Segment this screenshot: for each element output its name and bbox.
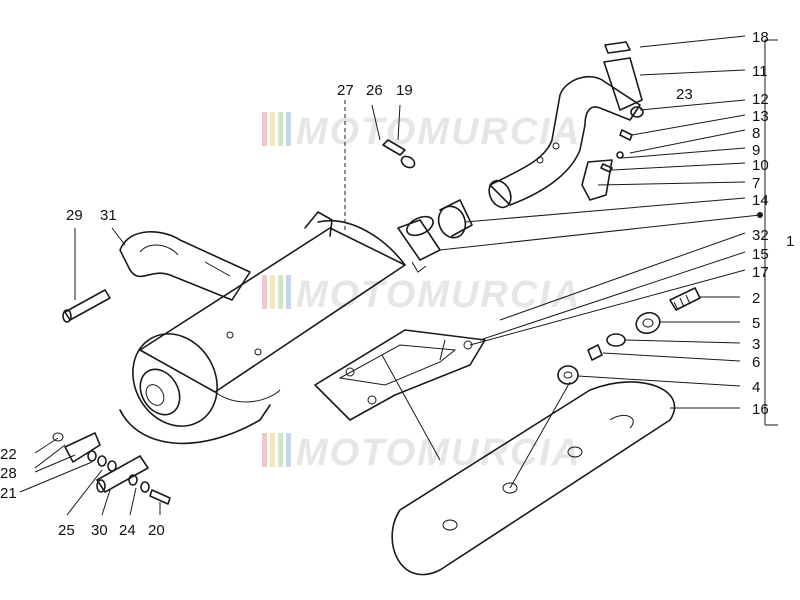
heat-shield-16 [391, 381, 676, 576]
watermark-text: MOTOMURCIA [296, 111, 581, 153]
spring-2 [669, 287, 701, 311]
callout-16: 16 [752, 401, 769, 418]
callout-8: 8 [752, 125, 760, 142]
callout-20: 20 [148, 522, 165, 539]
callout-4: 4 [752, 379, 760, 396]
callout-30: 30 [91, 522, 108, 539]
manifold-pipe [488, 41, 643, 209]
callout-23: 23 [676, 86, 693, 103]
callout-14: 14 [752, 192, 769, 209]
grommet-4 [557, 365, 579, 385]
spacer-6 [587, 344, 603, 361]
callout-27: 27 [337, 82, 354, 99]
pin-30 [96, 455, 149, 493]
callout-25: 25 [58, 522, 75, 539]
callout-6: 6 [752, 354, 760, 371]
callout-21: 21 [0, 485, 17, 502]
screw-10 [600, 163, 613, 173]
callout-17: 17 [752, 264, 769, 281]
bolt-13 [619, 129, 633, 141]
watermark-text: MOTOMURCIA [296, 432, 581, 474]
callout-13: 13 [752, 108, 769, 125]
pin-29 [62, 289, 111, 323]
bolt-20 [149, 489, 171, 505]
washers-21 [87, 450, 117, 472]
callout-31: 31 [100, 207, 117, 224]
callout-26: 26 [366, 82, 383, 99]
callout-12: 12 [752, 91, 769, 108]
callout-19: 19 [396, 82, 413, 99]
callout-7: 7 [752, 175, 760, 192]
grommet-5 [635, 311, 661, 335]
nut-23 [630, 106, 644, 118]
watermark-top: MOTOMURCIA [262, 111, 581, 153]
washers-24 [128, 474, 150, 493]
callout-28: 28 [0, 465, 17, 482]
washer-3 [606, 333, 626, 347]
watermark-middle: MOTOMURCIA [262, 274, 579, 316]
washer-9 [616, 151, 624, 159]
gasket-7 [437, 199, 473, 239]
callout-11: 11 [752, 63, 768, 80]
bracket-15 [314, 329, 486, 421]
callout-9: 9 [752, 142, 760, 159]
heat-shield-31 [119, 231, 251, 301]
callout-32: 32 [752, 227, 769, 244]
callout-22: 22 [0, 446, 17, 463]
callout-1: 1 [786, 233, 794, 250]
callout-18: 18 [752, 29, 769, 46]
callout-10: 10 [752, 157, 769, 174]
callout-2: 2 [752, 290, 760, 307]
callout-3: 3 [752, 336, 760, 353]
callout-29: 29 [66, 207, 83, 224]
bolt-19 [382, 139, 416, 169]
watermark-bottom: MOTOMURCIA [262, 432, 581, 474]
callout-5: 5 [752, 315, 760, 332]
leader-lines [19, 35, 778, 516]
bracket-28 [52, 432, 101, 463]
callout-labels: 18 11 23 12 13 8 9 10 7 14 32 1 15 17 2 … [0, 29, 794, 539]
callout-15: 15 [752, 246, 769, 263]
callout-24: 24 [119, 522, 136, 539]
